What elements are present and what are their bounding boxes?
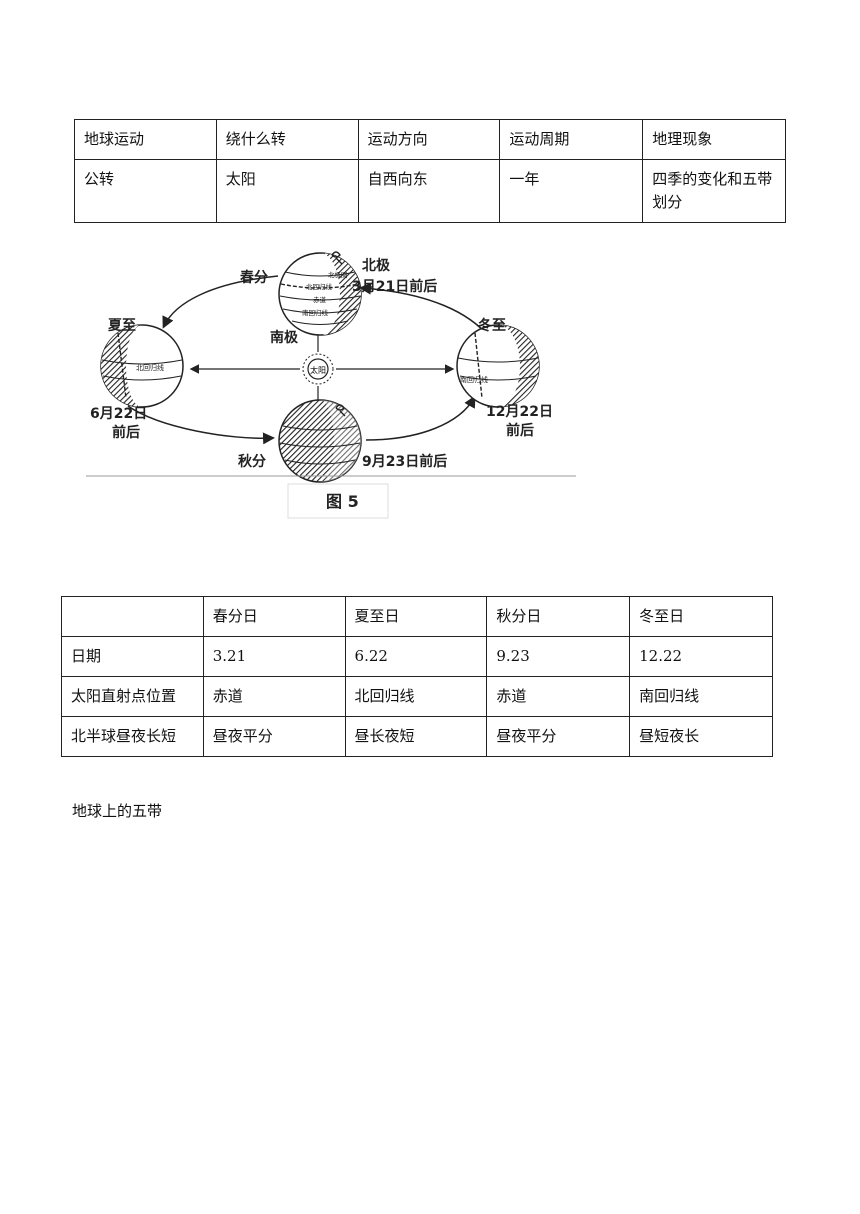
table-cell: 3.21 xyxy=(202,636,346,677)
table-row: 太阳直射点位置 赤道 北回归线 赤道 南回归线 xyxy=(61,676,773,717)
spring-date-label: 3月21日前后 xyxy=(352,278,437,295)
globe-line-label: 北极圈 xyxy=(328,270,348,279)
revolution-diagram-svg: 太阳 北极圈 北回归线 赤道 南回归线 北回 xyxy=(86,251,576,519)
table-row: 日期 3.21 6.22 9.23 12.22 xyxy=(61,636,773,677)
table-cell: 赤道 xyxy=(486,676,631,717)
globe-line-label: 南回归线 xyxy=(460,375,488,384)
table-cell: 昼夜平分 xyxy=(202,716,346,757)
table-cell: 12.22 xyxy=(629,636,773,677)
table-cell: 北回归线 xyxy=(344,676,488,717)
globe-line-label: 北回归线 xyxy=(306,282,333,291)
table-cell: 太阳直射点位置 xyxy=(61,676,204,717)
globe-line-label: 北回归线 xyxy=(136,363,164,372)
table-cell: 春分日 xyxy=(202,596,346,637)
summer-solstice-globe: 北回归线 xyxy=(100,324,184,408)
sun-icon: 太阳 xyxy=(302,353,334,385)
table-row: 北半球昼夜长短 昼夜平分 昼长夜短 昼夜平分 昼短夜长 xyxy=(61,716,773,757)
table-cell: 夏至日 xyxy=(344,596,488,637)
orbit-arrow xyxy=(162,275,279,329)
table-cell: 9.23 xyxy=(486,636,631,677)
table-cell: 地球运动 xyxy=(74,119,217,160)
table-cell: 绕什么转 xyxy=(215,119,359,160)
orbit-arrow xyxy=(127,405,275,445)
table-cell: 昼短夜长 xyxy=(629,716,773,757)
spring-equinox-globe: 北极圈 北回归线 赤道 南回归线 xyxy=(278,251,362,336)
summer-date-label-2: 前后 xyxy=(112,424,140,441)
table-cell: 南回归线 xyxy=(629,676,773,717)
table-cell: 6.22 xyxy=(344,636,488,677)
orbit-arrow xyxy=(359,282,491,339)
winter-solstice-globe: 南回归线 xyxy=(456,324,540,408)
table-cell: 冬至日 xyxy=(629,596,773,637)
figure-caption: 图 5 xyxy=(326,492,359,511)
autumn-date-label: 9月23日前后 xyxy=(362,453,447,470)
spring-label: 春分 xyxy=(239,269,268,286)
table-header-row: 春分日 夏至日 秋分日 冬至日 xyxy=(61,596,773,637)
summer-label: 夏至 xyxy=(108,317,136,334)
winter-label: 冬至 xyxy=(478,317,506,334)
orbit-arrow xyxy=(365,395,476,441)
table-cell: 四季的变化和五带划分 xyxy=(642,159,786,223)
table-cell xyxy=(61,596,204,637)
table-cell: 昼夜平分 xyxy=(486,716,631,757)
table-header-row: 地球运动 绕什么转 运动方向 运动周期 地理现象 xyxy=(74,119,786,160)
table-cell: 秋分日 xyxy=(486,596,631,637)
globe-line-label: 赤道 xyxy=(313,295,327,304)
table-cell: 昼长夜短 xyxy=(344,716,488,757)
table-cell: 一年 xyxy=(499,159,644,223)
table-cell: 自西向东 xyxy=(357,159,501,223)
summer-date-label: 6月22日 xyxy=(90,406,147,422)
table-row: 公转 太阳 自西向东 一年 四季的变化和五带划分 xyxy=(74,159,786,223)
north-pole-label: 北极 xyxy=(362,257,391,274)
globe-line-label: 南回归线 xyxy=(302,308,329,317)
table-cell: 太阳 xyxy=(215,159,359,223)
autumn-label: 秋分 xyxy=(238,453,266,470)
axis-tilt-icon xyxy=(335,404,346,417)
autumn-equinox-globe xyxy=(278,399,362,483)
table-cell: 日期 xyxy=(61,636,204,677)
sun-label: 太阳 xyxy=(310,365,326,375)
winter-date-label-2: 前后 xyxy=(506,422,534,439)
table-cell: 赤道 xyxy=(202,676,346,717)
solstice-equinox-table: 春分日 夏至日 秋分日 冬至日 日期 3.21 6.22 9.23 12.22 … xyxy=(61,596,773,757)
axis-tilt-icon xyxy=(331,251,343,265)
table-cell: 运动周期 xyxy=(499,119,644,160)
five-zones-heading: 地球上的五带 xyxy=(72,802,163,820)
table-cell: 北半球昼夜长短 xyxy=(61,716,204,757)
earth-revolution-diagram: 太阳 北极圈 北回归线 赤道 南回归线 北回 xyxy=(80,248,580,520)
south-pole-label: 南极 xyxy=(270,329,299,346)
earth-motion-table: 地球运动 绕什么转 运动方向 运动周期 地理现象 公转 太阳 自西向东 一年 四… xyxy=(74,119,786,223)
table-cell: 地理现象 xyxy=(642,119,786,160)
table-cell: 公转 xyxy=(74,159,217,223)
table-cell: 运动方向 xyxy=(357,119,501,160)
winter-date-label: 12月22日 xyxy=(486,404,553,420)
